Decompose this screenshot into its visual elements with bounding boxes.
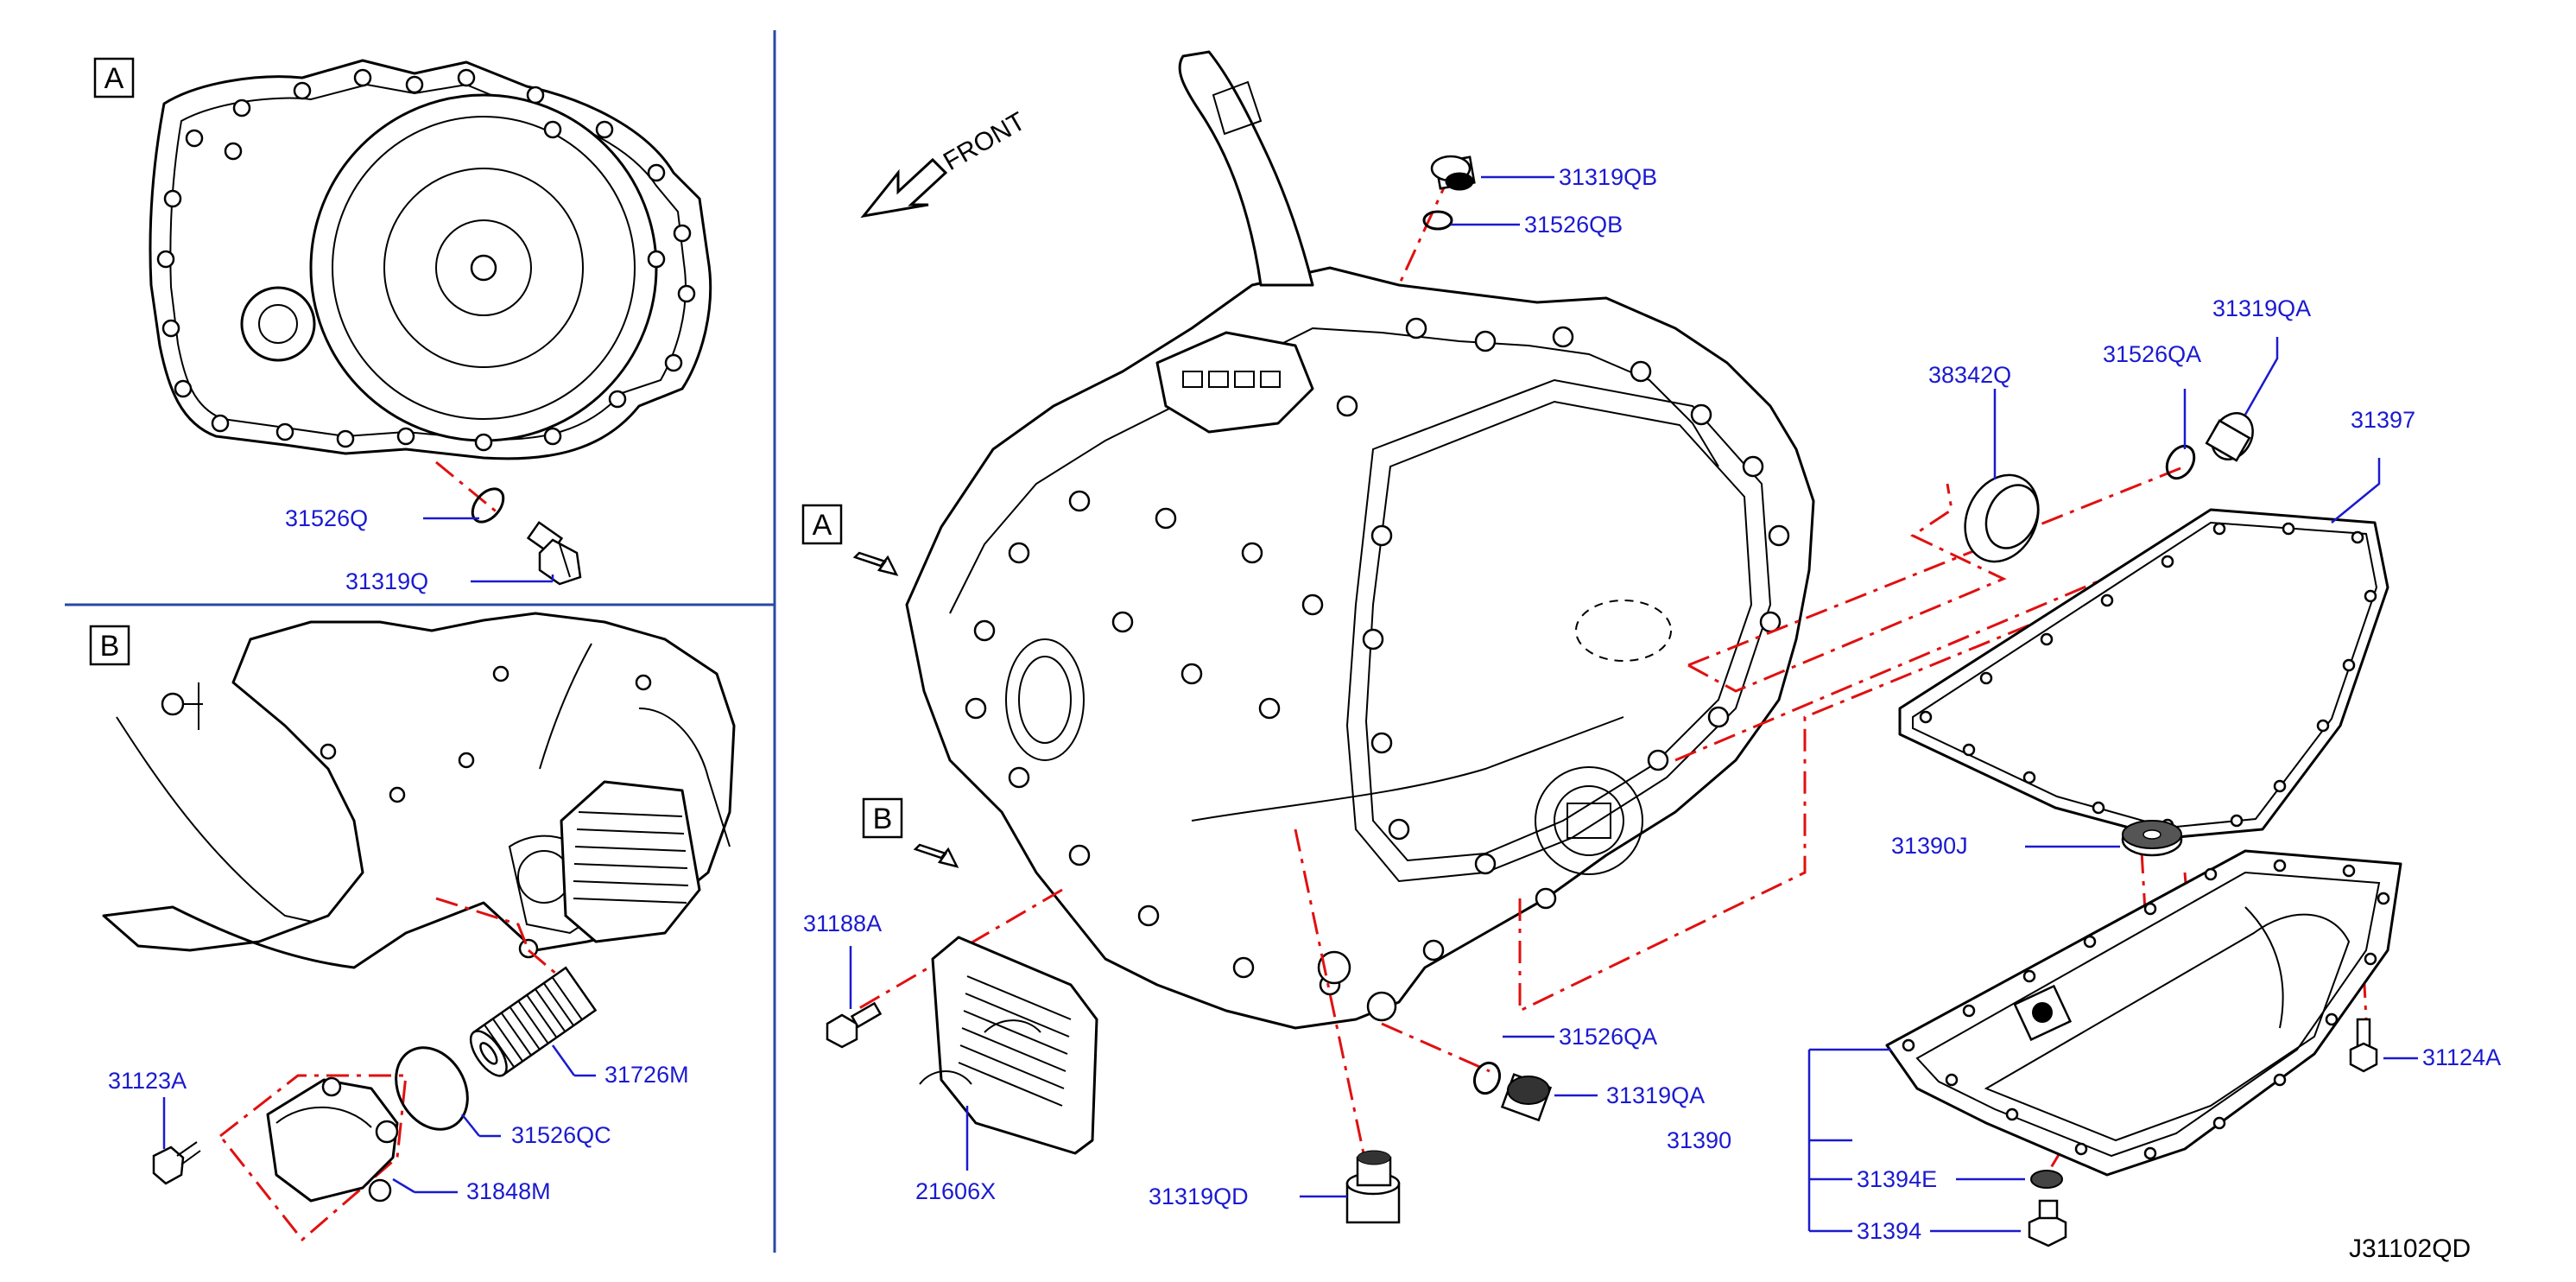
magnet-31390j: [2121, 820, 2183, 857]
front-arrow: FRONT: [860, 107, 1030, 219]
part-label-31319qd: 31319QD: [1149, 1184, 1249, 1209]
bolt-31124a: [2349, 1018, 2378, 1073]
part-label-31188a: 31188A: [803, 911, 882, 936]
view-b-label: B: [100, 630, 120, 663]
washer-31526qa-top: [2165, 444, 2196, 480]
bolt-31123a: [152, 1141, 201, 1185]
part-label-38342q: 38342Q: [1928, 362, 2011, 388]
part-label-31123a: 31123A: [108, 1068, 187, 1094]
leader-31319qa-top: [2244, 337, 2279, 416]
panel-b: B: [89, 612, 736, 1242]
part-label-31394: 31394: [1857, 1218, 1921, 1244]
plug-31319qa-top: [2205, 412, 2254, 462]
plug-31319qb: [1430, 155, 1476, 191]
view-a-label: A: [104, 62, 124, 95]
washer-31526qa-bot: [1472, 1061, 1502, 1095]
oil-filter-31726m: [469, 966, 598, 1077]
o-ring-31526qc: [395, 1046, 469, 1131]
part-label-31848m: 31848M: [466, 1178, 551, 1204]
view-b-marker: B: [873, 803, 893, 835]
leader-31397: [2331, 458, 2381, 524]
filter-cover-31848m: [266, 1076, 399, 1203]
part-label-31526q: 31526Q: [285, 505, 368, 531]
oil-pan-31390: [1885, 849, 2402, 1177]
main-panel: FRONT A B: [801, 50, 2501, 1263]
part-label-31390j: 31390J: [1891, 833, 1968, 859]
hidden-seal-outline: [1575, 600, 1672, 662]
part-label-31390: 31390: [1667, 1127, 1731, 1153]
case-illustration-b: [102, 612, 736, 969]
view-a-box: [93, 57, 135, 98]
phantom-line-a: [435, 460, 500, 516]
part-label-31319q: 31319Q: [345, 568, 428, 594]
part-label-31397: 31397: [2351, 407, 2415, 433]
gasket-31397: [1898, 508, 2389, 840]
plug-31319qd: [1345, 1150, 1401, 1224]
part-label-31394e: 31394E: [1857, 1166, 1937, 1192]
part-label-31319qa-bot: 31319QA: [1606, 1082, 1705, 1108]
part-label-31319qb: 31319QB: [1559, 164, 1657, 190]
plug-31319qa-bot: [1500, 1073, 1553, 1122]
part-label-31526qb: 31526QB: [1524, 212, 1623, 238]
diagram-code: J31102QD: [2349, 1234, 2471, 1263]
panel-a: A: [93, 57, 712, 594]
part-label-31319qa-top: 31319QA: [2212, 295, 2311, 321]
view-b-arrow: [913, 843, 959, 868]
washer-31526q: [471, 487, 505, 524]
view-b-marker-box: [862, 797, 903, 839]
part-label-31726m: 31726M: [604, 1062, 689, 1088]
part-label-31526qc: 31526QC: [511, 1122, 611, 1148]
view-a-marker: A: [813, 509, 832, 542]
part-label-31124a: 31124A: [2422, 1044, 2501, 1070]
view-a-marker-box: [801, 504, 843, 545]
phantom-box-b: [218, 1074, 408, 1242]
oil-cooler-21606x: [919, 936, 1098, 1155]
washer-31394e: [2030, 1170, 2063, 1189]
bolt-31188a: [826, 1001, 883, 1049]
front-label: FRONT: [939, 107, 1030, 176]
part-label-31526qa-top: 31526QA: [2103, 341, 2201, 367]
drain-plug-31319q: [526, 521, 582, 586]
bellhousing-illustration: [149, 59, 712, 460]
transaxle-assembly: [905, 50, 1815, 1030]
view-b-box: [89, 625, 130, 666]
part-label-21606x: 21606X: [915, 1178, 996, 1204]
view-a-arrow: [852, 551, 899, 576]
part-label-31526qa-bot: 31526QA: [1559, 1024, 1657, 1050]
oil-seal-38342q: [1964, 473, 2040, 563]
washer-31526qb: [1422, 210, 1453, 231]
drain-plug-31394: [2028, 1199, 2067, 1247]
